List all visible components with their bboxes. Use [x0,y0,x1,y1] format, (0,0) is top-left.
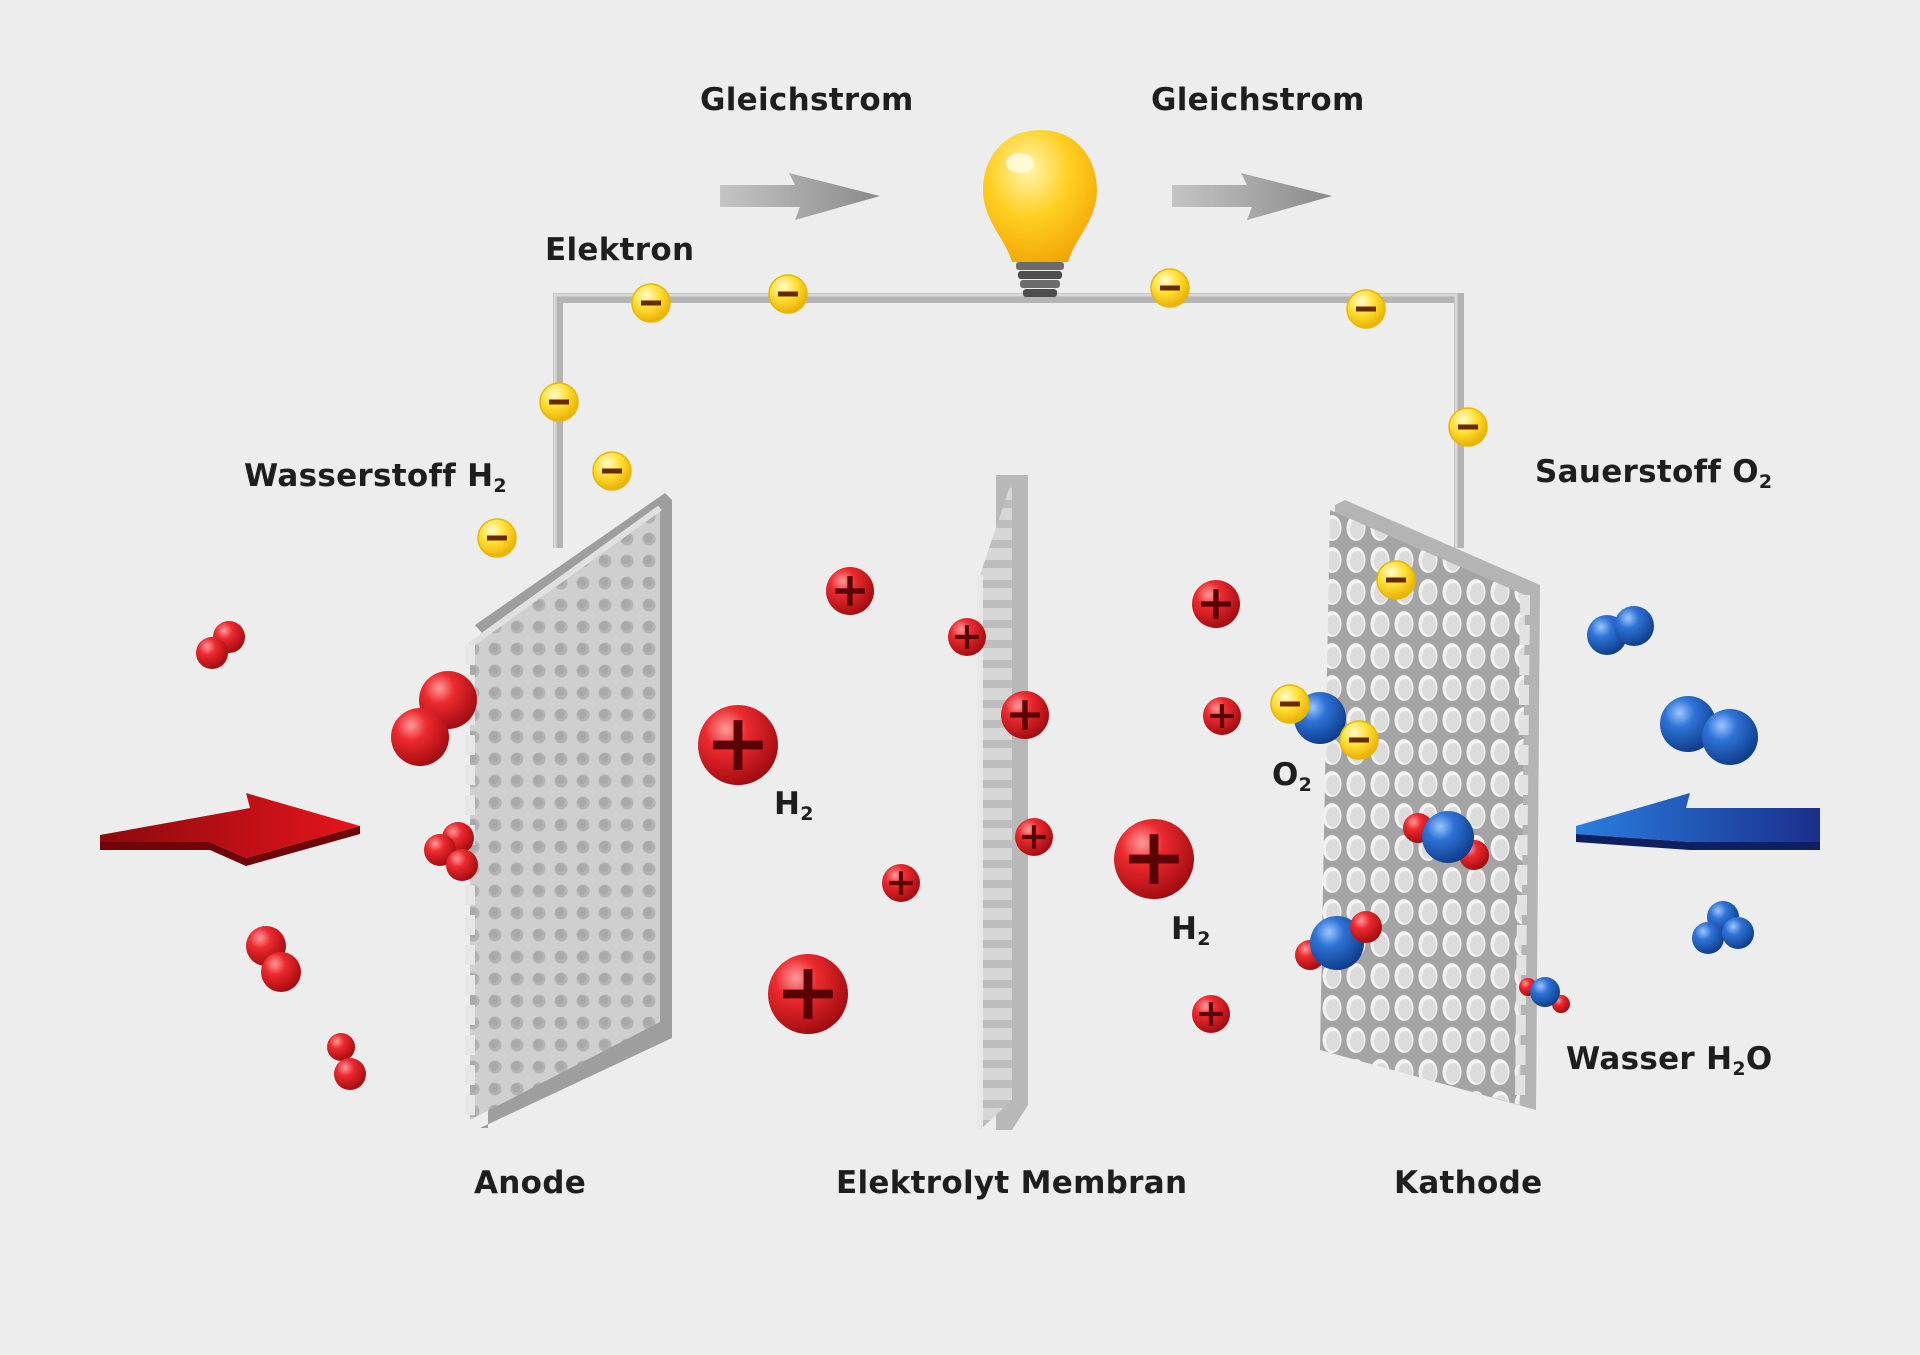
electrons [477,268,1488,760]
electrolyte-membrane [977,475,1028,1130]
hydrogen-label: Wasserstoff H2 [244,458,507,497]
proton-icon [826,567,874,615]
electron-icon [1150,268,1190,308]
proton-icon [1192,995,1230,1033]
h2-label-right: H2 [1171,911,1211,950]
protons [698,567,1241,1034]
hydrogen-molecule [246,926,301,992]
water-label: Wasser H2O [1566,1041,1773,1080]
oxygen-molecule [1660,696,1758,765]
electron-icon [592,451,632,491]
electron-icon [1339,720,1379,760]
electron-icon [477,518,517,558]
proton-icon [1015,818,1053,856]
dc-label-right: Gleichstrom [1151,82,1365,118]
electron-label: Elektron [545,232,695,268]
hydrogen-molecule [196,621,245,669]
hydrogen-molecule [424,822,478,881]
oxygen-molecule [1587,606,1654,655]
proton-icon [948,618,986,656]
hydrogen-molecule [327,1033,366,1090]
electron-icon [1448,407,1488,447]
oxygen-molecule [1692,901,1754,954]
proton-icon [1192,580,1240,628]
oxygen-label: Sauerstoff O2 [1535,454,1773,493]
electron-icon [1376,560,1416,600]
water-molecule [1519,977,1570,1013]
dc-arrow-left [720,173,880,220]
light-bulb-icon [983,130,1097,297]
water-molecule [1295,911,1382,970]
hydrogen-molecule [391,671,477,766]
proton-icon [1203,697,1241,735]
anode-plate [465,493,672,1128]
anode-label: Anode [474,1165,587,1201]
cathode-label: Kathode [1394,1165,1543,1201]
proton-icon [1001,691,1049,739]
membrane-label: Elektrolyt Membran [836,1165,1188,1201]
water-molecule [1403,811,1489,870]
h2-label-left: H2 [774,786,814,825]
proton-icon [698,705,778,785]
electron-icon [768,274,808,314]
water-outflow-arrow [1576,793,1820,850]
electron-icon [631,283,671,323]
electron-icon [539,382,579,422]
electron-icon [1270,684,1310,724]
dc-label-left: Gleichstrom [700,82,914,118]
proton-icon [768,954,848,1034]
proton-icon [882,864,920,902]
electron-icon [1346,289,1386,329]
o2-label: O2 [1272,757,1313,796]
hydrogen-inflow-arrow [100,793,360,866]
dc-arrow-right [1172,173,1332,220]
proton-icon [1114,819,1194,899]
cathode-plate [1320,500,1540,1110]
